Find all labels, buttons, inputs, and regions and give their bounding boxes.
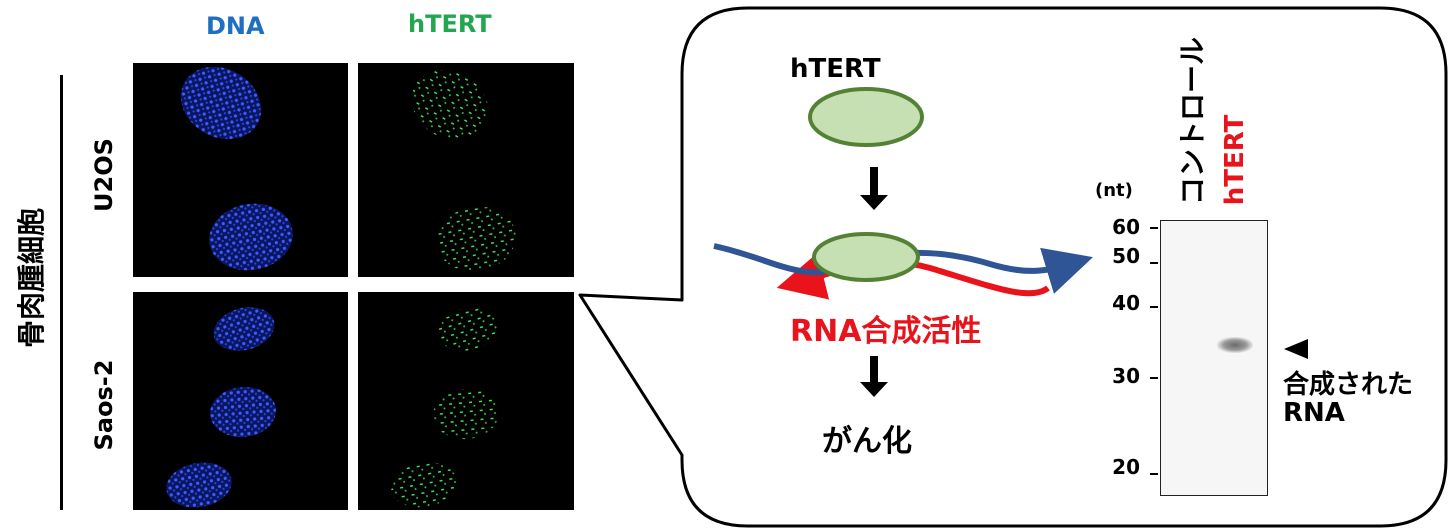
protein-label: hTERT bbox=[790, 54, 881, 84]
tick-mark-50 bbox=[1150, 262, 1158, 264]
mechanism-diagram bbox=[713, 87, 1093, 397]
gel-unit-label: (nt) bbox=[1095, 180, 1133, 201]
tick-40: 40 bbox=[1112, 291, 1140, 315]
band-label-line2: RNA bbox=[1283, 398, 1345, 428]
band-label-line1: 合成された bbox=[1283, 370, 1414, 400]
band-pointer-icon bbox=[1284, 339, 1308, 359]
saos2-htert-image bbox=[391, 307, 499, 508]
rna-synthesis-activity-label: RNA合成活性 bbox=[790, 314, 982, 349]
lane-label-control: コントロール bbox=[1176, 37, 1209, 206]
down-arrow-1 bbox=[860, 167, 888, 210]
down-arrow-2 bbox=[860, 356, 888, 397]
saos2-dna-panel bbox=[133, 292, 348, 510]
tick-50: 50 bbox=[1112, 244, 1140, 268]
htert-column-header: hTERT bbox=[408, 10, 492, 38]
tick-mark-40 bbox=[1150, 306, 1158, 308]
u2os-dna-panel bbox=[133, 63, 348, 277]
htert-protein-free bbox=[808, 87, 924, 147]
dna-column-header: DNA bbox=[206, 12, 265, 40]
tick-mark-60 bbox=[1150, 227, 1158, 229]
tick-mark-20 bbox=[1150, 473, 1158, 475]
tick-mark-30 bbox=[1150, 377, 1158, 379]
oncogenesis-label: がん化 bbox=[822, 424, 912, 459]
gel-band bbox=[1217, 337, 1253, 353]
tick-60: 60 bbox=[1112, 215, 1140, 239]
tick-30: 30 bbox=[1112, 364, 1140, 388]
htert-protein-bound bbox=[812, 232, 920, 282]
u2os-htert-panel bbox=[358, 63, 574, 277]
saos2-dna-image bbox=[166, 307, 276, 508]
tick-20: 20 bbox=[1112, 455, 1140, 479]
u2os-htert-image bbox=[411, 70, 516, 272]
saos2-htert-panel bbox=[358, 292, 574, 510]
lane-label-htert: hTERT bbox=[1220, 114, 1250, 206]
group-bracket-line bbox=[60, 75, 63, 510]
gel-image bbox=[1160, 220, 1268, 496]
u2os-dna-image bbox=[180, 66, 293, 271]
